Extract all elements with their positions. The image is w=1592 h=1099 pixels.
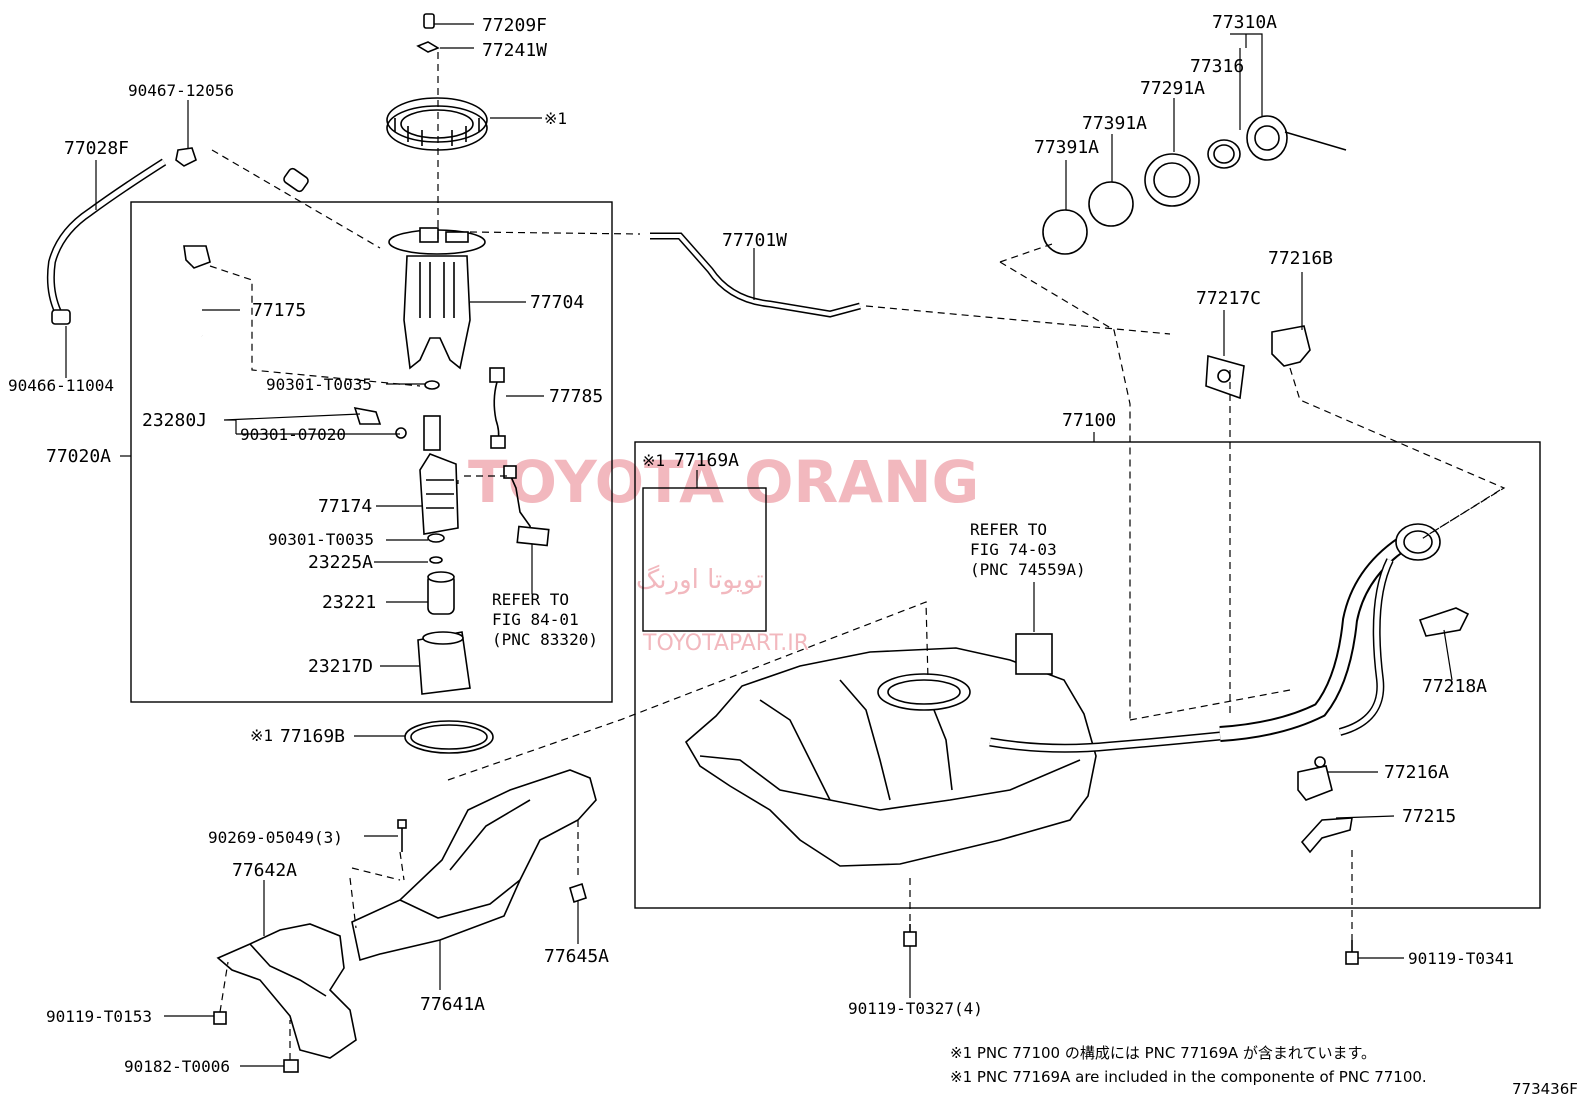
fuel-tank xyxy=(684,633,1221,867)
label-77642A: 77642A xyxy=(232,860,297,881)
label-77701W: 77701W xyxy=(722,230,787,251)
label-mark1-ring: ※1 xyxy=(544,109,567,128)
wire-harness-77785 xyxy=(489,367,506,449)
label-90466-11004: 90466-11004 xyxy=(8,376,114,395)
label-77310A: 77310A xyxy=(1212,12,1277,33)
label-77217C: 77217C xyxy=(1196,288,1261,309)
label-90119-T0153: 90119-T0153 xyxy=(46,1007,152,1026)
fuel-pump-module xyxy=(388,227,486,370)
gasket-set-box xyxy=(642,487,767,632)
label-77216A: 77216A xyxy=(1384,762,1449,783)
note-english: ※1 PNC 77169A are included in the compon… xyxy=(950,1068,1427,1086)
label-refer84-line1: REFER TO xyxy=(492,590,569,609)
filler-cap-group xyxy=(1042,115,1347,255)
clamp-77241W xyxy=(416,41,440,53)
label-77215: 77215 xyxy=(1402,806,1456,827)
label-77209F: 77209F xyxy=(482,15,547,36)
label-refer74-line3: (PNC 74559A) xyxy=(970,560,1086,579)
vent-tube-77701W xyxy=(650,232,861,318)
filler-brackets xyxy=(1205,325,1311,400)
label-plate xyxy=(1015,633,1053,675)
footnotes: ※1 PNC 77100 の構成には PNC 77169A が含まれています。 … xyxy=(950,1044,1578,1098)
label-77316: 77316 xyxy=(1190,56,1244,77)
label-77169B: 77169B xyxy=(280,726,345,747)
figure-code: 773436F xyxy=(1512,1080,1578,1098)
label-77174: 77174 xyxy=(318,496,372,517)
hose-clamps-right xyxy=(1297,756,1353,854)
label-77100: 77100 xyxy=(1062,410,1116,431)
label-77391A-b: 77391A xyxy=(1034,137,1099,158)
label-90301-T0035-a: 90301-T0035 xyxy=(266,375,372,394)
label-77241W: 77241W xyxy=(482,40,547,61)
fuel-tank-assembly-box xyxy=(634,441,1541,909)
label-77645A: 77645A xyxy=(544,946,609,967)
label-77216B: 77216B xyxy=(1268,248,1333,269)
filler-pipe xyxy=(1219,523,1470,742)
label-90119-T0327: 90119-T0327(4) xyxy=(848,999,983,1018)
label-77785: 77785 xyxy=(549,386,603,407)
label-90301-07020: 90301-07020 xyxy=(240,425,346,444)
dashed-leaders xyxy=(209,52,1506,1060)
fuel-sender-gauge xyxy=(183,245,211,337)
breather-hose-77209F xyxy=(283,13,435,193)
label-90467-12056: 90467-12056 xyxy=(128,81,234,100)
label-77028F: 77028F xyxy=(64,138,129,159)
label-77704: 77704 xyxy=(530,292,584,313)
label-23280J: 23280J xyxy=(142,410,207,431)
label-77291A: 77291A xyxy=(1140,78,1205,99)
label-77020A: 77020A xyxy=(46,446,111,467)
clip-90467 xyxy=(175,147,197,167)
label-refer84-line3: (PNC 83320) xyxy=(492,630,598,649)
label-23217D: 23217D xyxy=(308,656,373,677)
watermark-site: TOYOTAPART.IR xyxy=(642,631,809,656)
retainer-ring-top xyxy=(386,97,488,151)
gasket-77169B xyxy=(404,720,494,754)
label-77169A: 77169A xyxy=(674,450,739,471)
pump-small-parts xyxy=(353,380,471,695)
label-77218A: 77218A xyxy=(1422,676,1487,697)
label-refer84-line2: FIG 84-01 xyxy=(492,610,579,629)
float-arm xyxy=(503,465,550,547)
label-23225A: 23225A xyxy=(308,552,373,573)
label-77641A: 77641A xyxy=(420,994,485,1015)
protector-77642A xyxy=(216,923,357,1059)
label-90301-T0035-b: 90301-T0035 xyxy=(268,530,374,549)
watermark-persian: تویوتا اورنگ xyxy=(636,564,764,595)
watermark: TOYOTA ORANG تویوتا اورنگ TOYOTAPART.IR xyxy=(468,448,979,656)
label-mark1-77169A: ※1 xyxy=(642,451,665,470)
label-90269-05049: 90269-05049(3) xyxy=(208,828,343,847)
label-refer74-line1: REFER TO xyxy=(970,520,1047,539)
label-90182-T0006: 90182-T0006 xyxy=(124,1057,230,1076)
label-77175: 77175 xyxy=(252,300,306,321)
label-77391A-a: 77391A xyxy=(1082,113,1147,134)
label-23221: 23221 xyxy=(322,592,376,613)
part-labels: 77209F 77241W 90467-12056 77028F 90466-1… xyxy=(8,12,1514,1076)
label-mark1-77169B: ※1 xyxy=(250,726,273,745)
heat-insulator-77641A xyxy=(351,769,597,962)
watermark-title: TOYOTA ORANG xyxy=(468,448,979,516)
note-japanese: ※1 PNC 77100 の構成には PNC 77169A が含まれています。 xyxy=(950,1044,1376,1062)
hose-77028F xyxy=(46,158,167,325)
fuel-pump-assembly-box xyxy=(130,201,613,703)
leader-lines xyxy=(65,23,1453,1067)
label-90119-T0341: 90119-T0341 xyxy=(1408,949,1514,968)
label-refer74-line2: FIG 74-03 xyxy=(970,540,1057,559)
